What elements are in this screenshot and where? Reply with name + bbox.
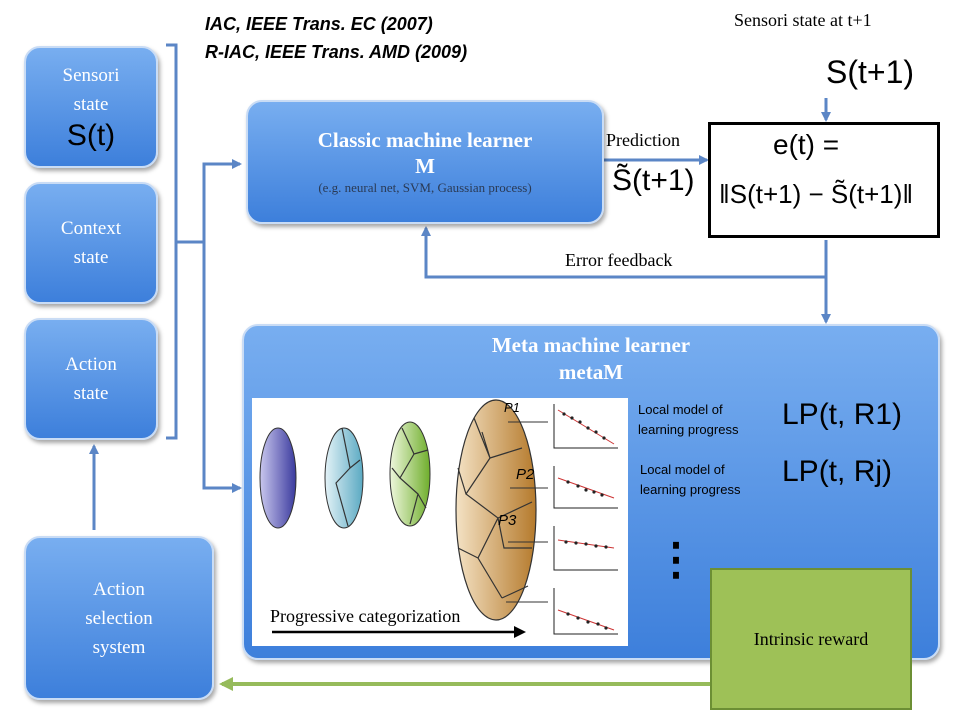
context-state-line2: state xyxy=(73,247,109,268)
action-state-box: Action state xyxy=(24,318,158,440)
classic-learner-box: Classic machine learner M (e.g. neural n… xyxy=(246,100,604,224)
input-bracket xyxy=(166,43,178,440)
sensori-state-line2: state xyxy=(73,94,109,115)
reference-riac: R-IAC, IEEE Trans. AMD (2009) xyxy=(205,42,468,62)
region-label-p2: P2 xyxy=(516,466,535,483)
reference-list: IAC, IEEE Trans. EC (2007) R-IAC, IEEE T… xyxy=(205,10,467,66)
error-feedback-label: Error feedback xyxy=(565,250,673,270)
region-label-p1: P1 xyxy=(504,400,520,415)
categorization-panel: P2 P3 P1 Progressive categorization xyxy=(252,398,628,646)
prediction-symbol: S̃(t+1) xyxy=(612,164,695,197)
categorization-figure xyxy=(259,399,618,638)
action-selection-line2: selection xyxy=(85,607,153,629)
categorization-label: Progressive categorization xyxy=(270,606,461,626)
lp-plot-2 xyxy=(553,466,618,509)
local-model-1-line1: Local model of xyxy=(638,402,723,417)
classic-learner-name: M xyxy=(415,154,435,178)
partition-stage-2 xyxy=(324,427,364,529)
classic-learner-title: Classic machine learner xyxy=(317,128,533,152)
action-state-line2: state xyxy=(73,383,109,404)
partition-stage-1 xyxy=(259,427,297,529)
region-label-p3: P3 xyxy=(498,512,517,529)
ellipsis-dots: ⋮ xyxy=(654,535,698,584)
intrinsic-reward-label: Intrinsic reward xyxy=(753,628,869,649)
local-model-2-line2: learning progress xyxy=(640,482,741,497)
sensori-next-symbol: S(t+1) xyxy=(826,54,915,90)
action-selection-box: Action selection system xyxy=(24,536,214,700)
lp-plot-1 xyxy=(553,404,618,449)
lp-formula-1: LP(t, R1) xyxy=(782,398,903,431)
classic-learner-examples: (e.g. neural net, SVM, Gaussian process) xyxy=(318,180,532,195)
sensori-state-symbol: S(t) xyxy=(66,119,116,152)
error-lhs: e(t) = xyxy=(773,129,840,160)
local-model-2: Local model of learning progress xyxy=(640,460,740,500)
arrow-to-meta-learner xyxy=(202,242,242,493)
lp-plot-3 xyxy=(553,526,618,571)
lp-plot-4 xyxy=(553,588,618,635)
local-model-1: Local model of learning progress xyxy=(638,400,738,440)
reference-iac: IAC, IEEE Trans. EC (2007) xyxy=(205,14,433,34)
context-state-line1: Context xyxy=(60,218,122,239)
error-rhs: ‖S(t+1) − S̃(t+1)‖ xyxy=(719,179,914,209)
sensori-state-box: Sensori state S(t) xyxy=(24,46,158,168)
sensori-next-label: Sensori state at t+1 xyxy=(734,10,872,30)
partition-stage-4 xyxy=(455,399,537,621)
lp-formula-2: LP(t, Rj) xyxy=(782,455,893,488)
error-box: e(t) = ‖S(t+1) − S̃(t+1)‖ xyxy=(708,122,940,238)
prediction-label: Prediction xyxy=(606,130,680,150)
intrinsic-reward-box: Intrinsic reward xyxy=(710,568,912,710)
sensori-state-line1: Sensori xyxy=(62,65,120,86)
action-selection-line1: Action xyxy=(93,578,145,600)
context-state-box: Context state xyxy=(24,182,158,304)
local-model-1-line2: learning progress xyxy=(638,422,739,437)
action-state-line1: Action xyxy=(65,354,117,375)
action-selection-line3: system xyxy=(92,636,146,658)
local-model-2-line1: Local model of xyxy=(640,462,725,477)
partition-stage-3 xyxy=(389,421,431,527)
meta-learner-title: Meta machine learner xyxy=(491,333,691,357)
arrow-to-classic-learner xyxy=(202,159,242,242)
arrow-error-feedback xyxy=(421,226,826,279)
meta-learner-name: metaM xyxy=(558,360,624,384)
